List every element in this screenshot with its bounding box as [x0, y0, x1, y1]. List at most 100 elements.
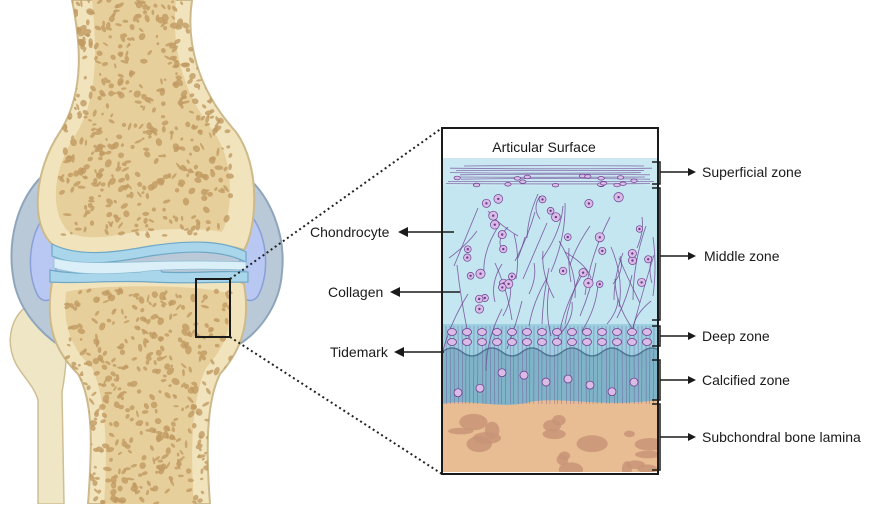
bone-pore: [228, 471, 235, 479]
chondrocyte-cell: [553, 329, 562, 336]
cell-nucleus: [501, 233, 503, 235]
cell-nucleus: [501, 286, 503, 288]
chondrocyte-cell: [583, 329, 592, 336]
bone-pore: [70, 409, 77, 416]
bone-pore: [224, 400, 230, 406]
bone-pore: [226, 97, 236, 105]
bone-pore: [63, 25, 72, 33]
bone-pore: [228, 103, 234, 111]
bone-pore: [81, 491, 86, 495]
chondrocyte-cell: [478, 329, 487, 336]
bone-pore: [216, 37, 221, 42]
bone-pore: [199, 24, 203, 29]
bone-pore: [219, 67, 228, 77]
chondrocyte-cell: [520, 180, 526, 184]
structure-label: Chondrocyte: [310, 224, 390, 240]
chondrocyte-cell: [598, 177, 604, 181]
bone-lacuna: [559, 451, 570, 460]
bone-pore: [211, 469, 218, 474]
chondrocyte-cell: [448, 329, 457, 336]
chondrocyte-cell: [505, 183, 511, 187]
bone-pore: [72, 468, 82, 478]
cell-nucleus: [617, 196, 619, 198]
chondrocyte-cell: [448, 339, 457, 346]
cell-nucleus: [640, 281, 642, 283]
bone-pore: [227, 406, 236, 413]
bone-pore: [162, 234, 168, 237]
chondrocyte-cell: [523, 329, 532, 336]
bone-pore: [222, 74, 227, 80]
middle-zone-area: [442, 186, 658, 324]
bone-pore: [217, 407, 221, 410]
bone-pore: [72, 409, 76, 414]
cell-nucleus: [497, 198, 499, 200]
bone-pore: [65, 412, 69, 418]
bone-lacuna: [624, 431, 635, 438]
tibia-bone: [50, 273, 246, 504]
bone-lacuna: [552, 415, 566, 426]
bone-pore: [220, 34, 224, 37]
label-chondrocyte: Chondrocyte: [310, 224, 454, 240]
chondrocyte-cell: [508, 329, 517, 336]
cell-nucleus: [638, 228, 640, 230]
bone-pore: [215, 421, 221, 427]
bone-pore: [230, 2, 233, 5]
bone-pore: [201, 50, 208, 57]
bone-pore: [202, 17, 206, 21]
bone-pore: [213, 83, 218, 87]
bone-pore: [72, 448, 76, 454]
bone-pore: [227, 0, 230, 4]
bone-pore: [62, 61, 68, 67]
bone-pore: [224, 471, 233, 479]
bone-lacuna: [543, 429, 566, 439]
zone-label: Middle zone: [704, 248, 780, 264]
articular-surface-title: Articular Surface: [492, 139, 596, 155]
cell-nucleus: [631, 259, 633, 261]
bone-pore: [61, 3, 69, 11]
bone-pore: [63, 4, 71, 14]
chondrocyte-cell: [514, 177, 520, 181]
chondrocyte-cell: [524, 175, 530, 179]
bone-pore: [211, 418, 220, 427]
cell-nucleus: [647, 258, 649, 260]
cell-nucleus: [582, 272, 584, 274]
bone-pore: [79, 447, 89, 456]
chondrocyte-cell: [542, 378, 550, 386]
zone-label: Subchondral bone lamina: [702, 429, 861, 445]
bone-pore: [77, 398, 85, 403]
structure-label: Tidemark: [330, 344, 389, 360]
arrow-icon: [390, 287, 400, 297]
bone-pore: [228, 438, 235, 444]
bone-pore: [67, 58, 72, 64]
label-tidemark: Tidemark: [330, 344, 444, 360]
zone-label: Calcified zone: [702, 372, 790, 388]
cell-nucleus: [492, 215, 494, 217]
cell-nucleus: [587, 282, 589, 284]
chondrocyte-cell: [454, 176, 460, 180]
bone-pore: [198, 130, 203, 133]
structure-labels: Chondrocyte Collagen Tidemark: [310, 224, 460, 360]
bone-pore: [82, 415, 86, 419]
chondrocyte-cell: [564, 375, 572, 383]
bone-pore: [211, 70, 219, 75]
chondrocyte-cell: [631, 179, 637, 183]
structure-label: Collagen: [328, 284, 383, 300]
chondrocyte-cell: [598, 339, 607, 346]
bone-pore: [58, 71, 63, 77]
zone-middle: Middle zone: [652, 188, 780, 320]
bone-pore: [214, 24, 222, 30]
bone-pore: [77, 485, 86, 493]
bone-pore: [57, 110, 64, 117]
chondrocyte-cell: [614, 183, 620, 187]
bone-pore: [77, 430, 86, 437]
bone-pore: [223, 53, 230, 59]
cell-nucleus: [599, 236, 601, 238]
chondrocyte-cell: [493, 329, 502, 336]
bone-pore: [60, 36, 68, 43]
zone-label: Superficial zone: [702, 164, 802, 180]
bone-pore: [64, 42, 70, 50]
bone-pore: [58, 82, 65, 88]
bone-pore: [216, 486, 224, 493]
bone-pore: [214, 402, 221, 406]
